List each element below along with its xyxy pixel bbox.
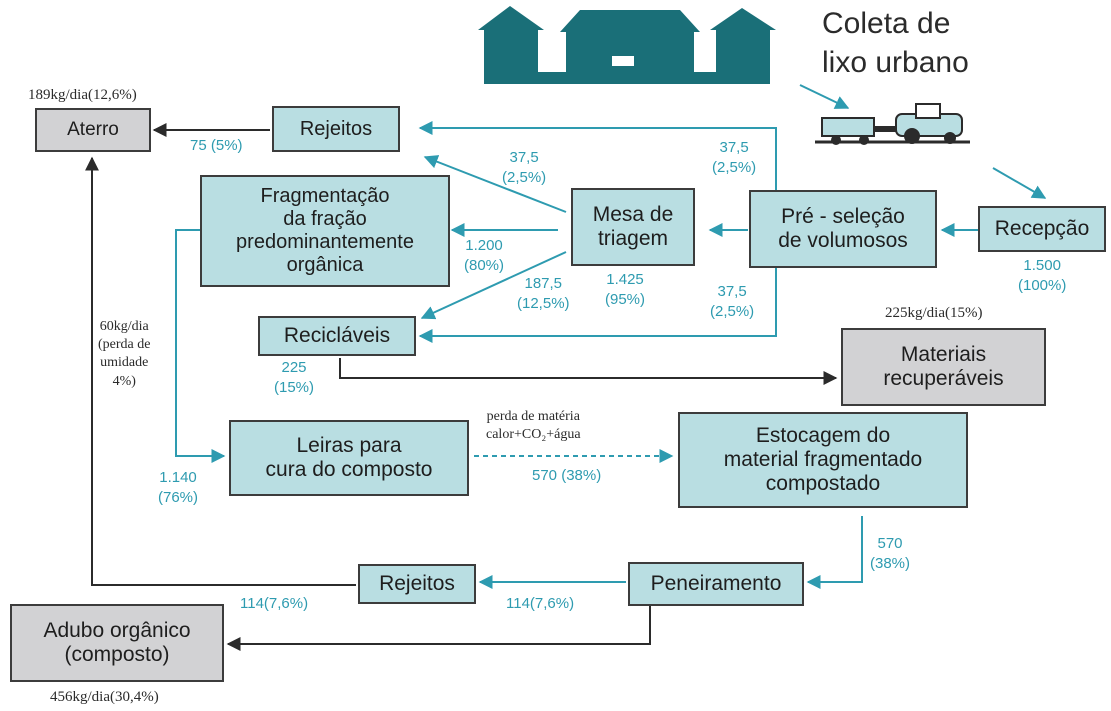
label-mesa-to-reciclaveis: 187,5 (12,5%) bbox=[517, 275, 570, 312]
label-pre-to-reciclaveis: 37,5 (2,5%) bbox=[710, 283, 755, 320]
arrow-coleta-truck bbox=[799, 84, 850, 109]
node-estocagem: Estocagem do material fragmentado compos… bbox=[678, 412, 968, 508]
node-pre-selecao: Pré - seleção de volumosos bbox=[749, 190, 937, 268]
label-rejeitos-bottom-to-aterro: 114(7,6%) bbox=[240, 595, 309, 612]
arrow-pre-rejeitos bbox=[418, 121, 777, 192]
label-materiais-total: 225kg/dia(15%) bbox=[885, 305, 983, 321]
node-fragmentacao: Fragmentação da fração predominantemente… bbox=[200, 175, 450, 287]
arrow-peneiramento-adubo bbox=[226, 606, 651, 651]
label-recepcao-input: 1.500 (100%) bbox=[1018, 257, 1067, 294]
label-reciclaveis-total: 225 (15%) bbox=[274, 359, 315, 396]
node-mesa-triagem: Mesa de triagem bbox=[571, 188, 695, 266]
truck-icon bbox=[815, 103, 970, 145]
house-icon bbox=[478, 6, 776, 84]
node-peneiramento: Peneiramento bbox=[628, 562, 804, 606]
node-rejeitos-top: Rejeitos bbox=[272, 106, 400, 152]
label-adubo-total: 456kg/dia(30,4%) bbox=[50, 689, 159, 705]
arrow-fragmentacao-leiras bbox=[175, 229, 226, 463]
label-moisture-loss: 60kg/dia (perda de umidade 4%) bbox=[98, 319, 151, 389]
node-leiras: Leiras para cura do composto bbox=[229, 420, 469, 496]
arrow-rejeitos-bottom-aterro bbox=[85, 156, 356, 586]
arrow-truck-recepcao bbox=[992, 167, 1047, 199]
label-pre-to-rejeitos: 37,5 (2,5%) bbox=[712, 139, 757, 176]
label-leiras-to-estocagem: 570 (38%) bbox=[532, 467, 602, 484]
label-mesa-to-fragmentacao: 1.200 (80%) bbox=[464, 237, 505, 274]
label-rejeitos-to-aterro: 75 (5%) bbox=[190, 137, 243, 154]
label-aterro-total: 189kg/dia(12,6%) bbox=[28, 87, 137, 103]
arrow-pre-reciclaveis bbox=[418, 268, 777, 343]
node-materiais-recuperaveis: Materiais recuperáveis bbox=[841, 328, 1046, 406]
node-aterro: Aterro bbox=[35, 108, 151, 152]
label-leiras-input: 1.140 (76%) bbox=[158, 469, 199, 506]
node-rejeitos-bottom: Rejeitos bbox=[358, 564, 476, 604]
label-composting-loss: perda de matéria calor+CO₂+água bbox=[486, 409, 581, 443]
node-adubo-organico: Adubo orgânico (composto) bbox=[10, 604, 224, 682]
node-reciclaveis: Recicláveis bbox=[258, 316, 416, 356]
arrow-mesa-rejeitos bbox=[423, 155, 567, 213]
arrow-reciclaveis-materiais bbox=[339, 358, 838, 385]
arrow-estocagem-peneiramento bbox=[806, 516, 863, 589]
arrow-mesa-reciclaveis bbox=[420, 251, 567, 320]
label-estocagem-to-peneiramento: 570 (38%) bbox=[870, 535, 911, 572]
label-mesa-input: 1.425 (95%) bbox=[605, 271, 646, 308]
label-mesa-to-rejeitos: 37,5 (2,5%) bbox=[502, 149, 547, 186]
node-recepcao: Recepção bbox=[978, 206, 1106, 252]
diagram-title: Coleta de lixo urbano bbox=[822, 7, 969, 79]
label-peneiramento-to-rejeitos: 114(7,6%) bbox=[506, 595, 575, 612]
